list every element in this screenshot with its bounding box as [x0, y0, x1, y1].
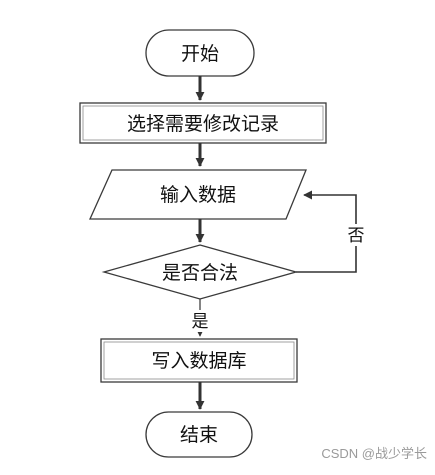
select-record-label: 选择需要修改记录 — [127, 113, 279, 135]
end-label: 结束 — [180, 424, 218, 446]
end-node: 结束 — [145, 411, 253, 458]
yes-label: 是 — [192, 312, 209, 332]
decision-label: 是否合法 — [162, 262, 238, 284]
start-label: 开始 — [181, 43, 219, 65]
watermark-text: CSDN @战少学长 — [321, 446, 427, 461]
write-database-node: 写入数据库 — [100, 338, 298, 383]
no-label: 否 — [348, 226, 365, 246]
select-record-node: 选择需要修改记录 — [79, 102, 327, 144]
input-data-label: 输入数据 — [160, 184, 236, 206]
start-node: 开始 — [145, 29, 255, 77]
write-database-label: 写入数据库 — [151, 350, 246, 372]
input-data-node: 输入数据 — [88, 169, 307, 220]
decision-node: 是否合法 — [101, 244, 299, 300]
